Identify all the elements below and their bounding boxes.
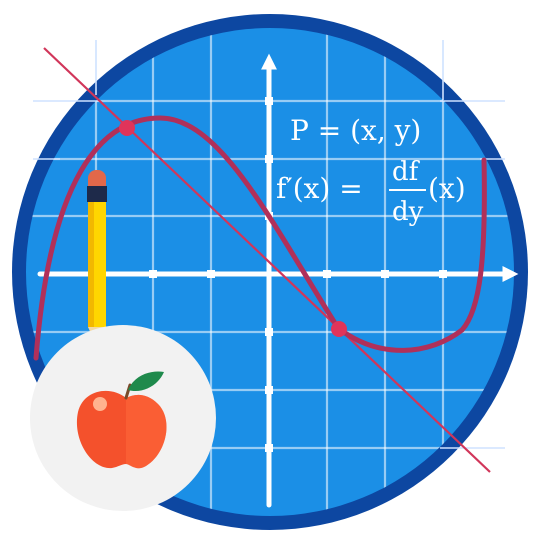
formula-point: P = (x, y)	[290, 114, 421, 147]
formula-fraction-denominator: dy	[392, 197, 424, 227]
apple-icon	[76, 371, 167, 469]
formula-derivative-lhs: f′(x) =	[276, 172, 363, 205]
formula-derivative-rhs: (x)	[428, 172, 466, 205]
function-curve	[33, 115, 487, 361]
pencil-icon	[87, 170, 107, 347]
tangent-point-upper	[119, 120, 135, 136]
tangent-line	[43, 47, 491, 473]
axes	[37, 53, 519, 508]
formula-group: P = (x, y) f′(x) = df dy (x)	[276, 114, 466, 227]
formula-fraction-numerator: df	[392, 157, 421, 187]
tangent-point-lower	[331, 321, 347, 337]
